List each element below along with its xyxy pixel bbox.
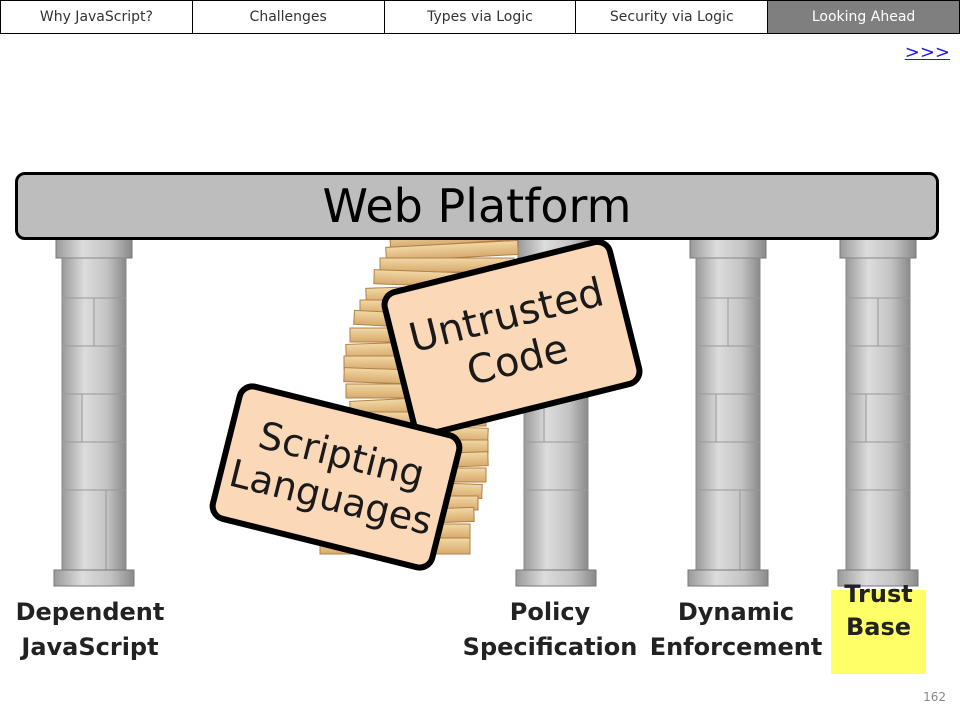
- web-platform-label: Web Platform: [322, 179, 632, 233]
- caption-dependent-javascript: Dependent JavaScript: [15, 598, 165, 661]
- pillar-dependent-javascript: [53, 236, 135, 587]
- caption-trust-base: Trust Base: [844, 580, 913, 642]
- tab-why-javascript[interactable]: Why JavaScript?: [1, 1, 192, 33]
- caption-dynamic-enforcement: Dynamic Enforcement: [649, 598, 823, 661]
- tab-looking-ahead[interactable]: Looking Ahead: [768, 1, 959, 33]
- next-slide-link[interactable]: >>>: [904, 42, 950, 63]
- caption-policy-specification: Policy Specification: [462, 598, 638, 661]
- page-number: 162: [923, 690, 946, 704]
- trust-base-highlight: [831, 590, 926, 674]
- pillar-dynamic-enforcement: [687, 236, 769, 587]
- section-nav: Why JavaScript? Challenges Types via Log…: [0, 0, 960, 34]
- tab-types-via-logic[interactable]: Types via Logic: [384, 1, 576, 33]
- web-platform-bar: Web Platform: [15, 172, 939, 240]
- tab-challenges[interactable]: Challenges: [192, 1, 384, 33]
- pillar-trust-base: [837, 236, 919, 587]
- tab-security-via-logic[interactable]: Security via Logic: [576, 1, 768, 33]
